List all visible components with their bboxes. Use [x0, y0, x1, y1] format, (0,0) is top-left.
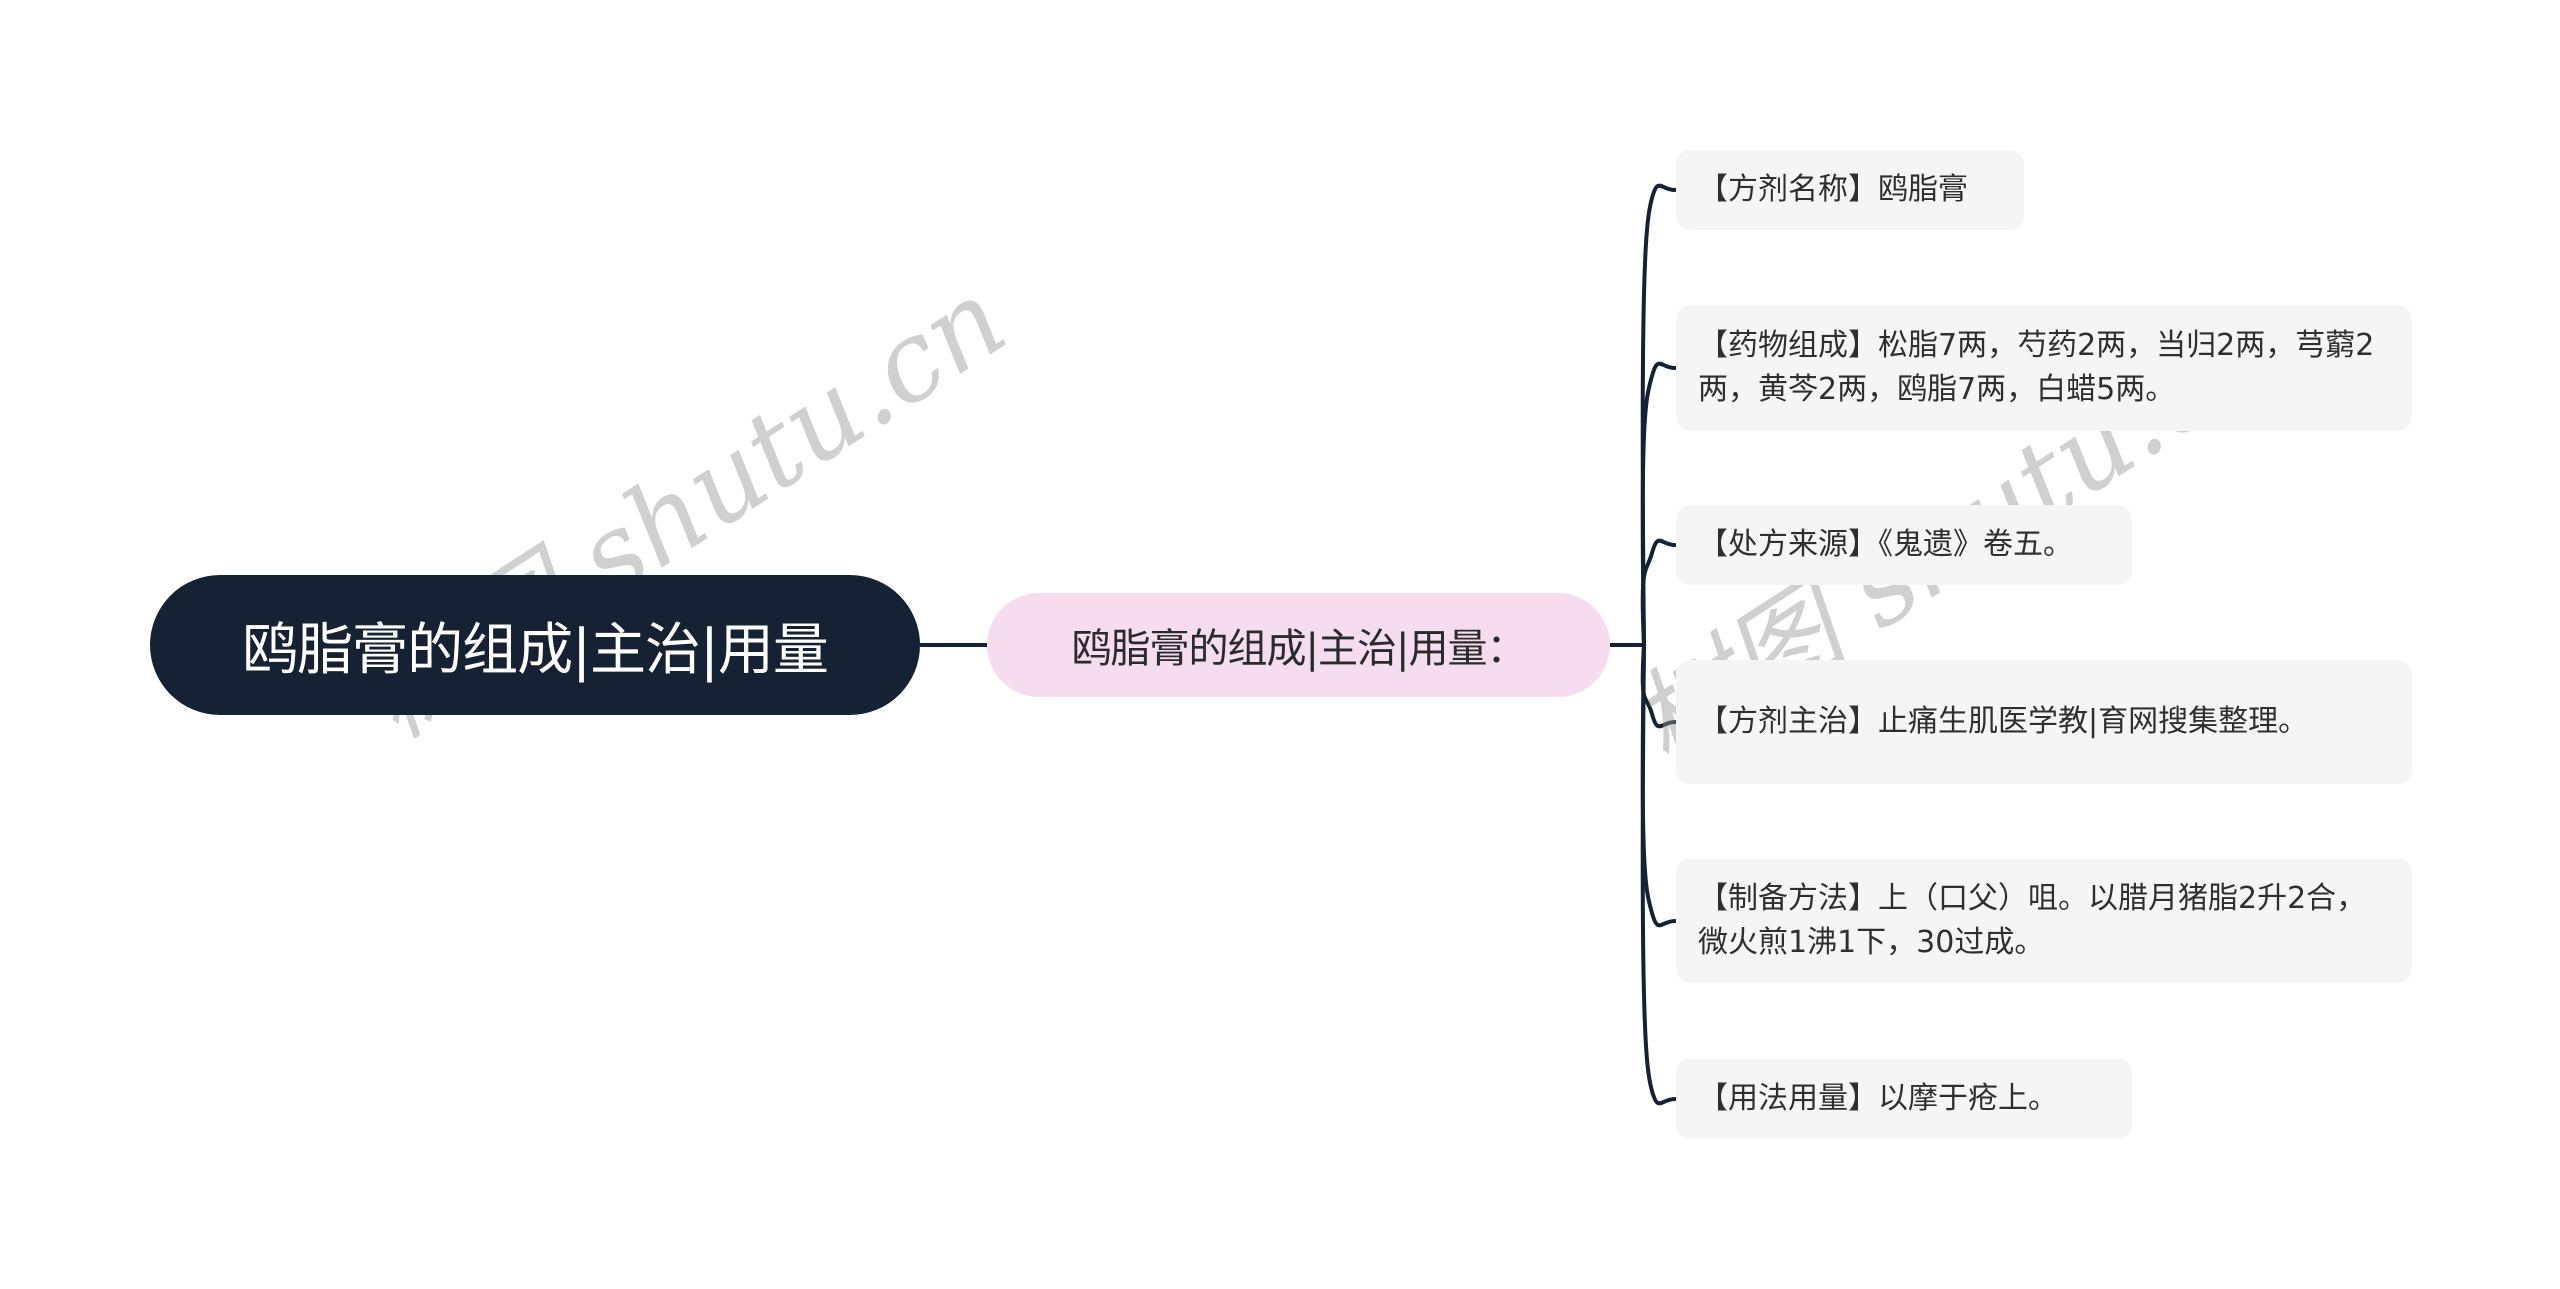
leaf-label: 【制备方法】上（口父）咀。以腊月猪脂2升2合，微火煎1沸1下，30过成。 — [1698, 881, 2367, 960]
leaf-label: 【药物组成】松脂7两，芍药2两，当归2两，芎藭2两，黄芩2两，鸥脂7两，白蜡5两… — [1698, 328, 2375, 407]
leaf-label: 【处方来源】《鬼遗》卷五。 — [1698, 527, 2073, 562]
leaf-connector-4 — [1640, 643, 1677, 928]
leaf-topic-usage-dosage[interactable]: 【用法用量】以摩于疮上。 — [1676, 1059, 2132, 1139]
leaf-connectors — [1640, 183, 1677, 1106]
root-topic-label: 鸥脂膏的组成|主治|用量 — [242, 617, 829, 683]
leaf-label: 【用法用量】以摩于疮上。 — [1698, 1081, 2058, 1116]
leaf-connector-0 — [1640, 183, 1677, 647]
leaf-topic-indications[interactable]: 【方剂主治】止痛生肌医学教|育网搜集整理。 — [1676, 660, 2412, 784]
leaf-connector-3 — [1640, 643, 1677, 729]
leaf-label: 【方剂主治】止痛生肌医学教|育网搜集整理。 — [1698, 704, 2309, 739]
leaf-topic-ingredients[interactable]: 【药物组成】松脂7两，芍药2两，当归2两，芎藭2两，黄芩2两，鸥脂7两，白蜡5两… — [1676, 305, 2412, 431]
root-topic[interactable]: 鸥脂膏的组成|主治|用量 — [150, 575, 920, 715]
leaf-topic-preparation[interactable]: 【制备方法】上（口父）咀。以腊月猪脂2升2合，微火煎1沸1下，30过成。 — [1676, 859, 2412, 983]
leaf-label: 【方剂名称】鸥脂膏 — [1698, 172, 1968, 207]
main-branch-label: 鸥脂膏的组成|主治|用量： — [1071, 626, 1527, 672]
leaf-topic-formula-name[interactable]: 【方剂名称】鸥脂膏 — [1676, 150, 2024, 230]
leaf-topic-source[interactable]: 【处方来源】《鬼遗》卷五。 — [1676, 505, 2132, 585]
leaf-connector-2 — [1640, 538, 1677, 647]
leaf-connector-5 — [1640, 643, 1677, 1106]
main-branch-topic[interactable]: 鸥脂膏的组成|主治|用量： — [987, 593, 1610, 697]
leaf-connector-1 — [1640, 361, 1677, 647]
